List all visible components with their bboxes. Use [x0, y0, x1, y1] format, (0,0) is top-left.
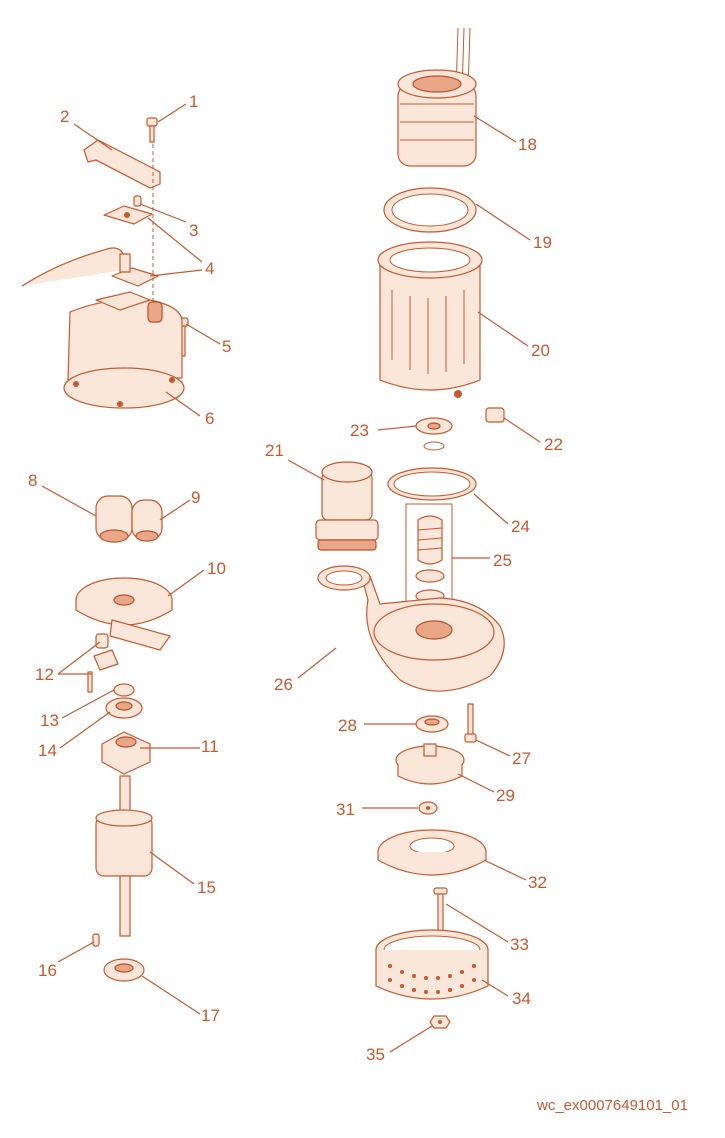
part-label-25: 25	[493, 551, 512, 570]
part-35-nut	[429, 1015, 451, 1029]
part-label-34: 34	[512, 989, 531, 1008]
part-label-13: 13	[40, 711, 59, 730]
part-label-4: 4	[205, 259, 214, 278]
part-label-26: 26	[274, 675, 293, 694]
part-22-plug	[485, 407, 505, 423]
part-label-11: 11	[201, 737, 219, 756]
part-21-discharge-fitting	[315, 461, 379, 551]
part-27-bolt	[464, 703, 477, 743]
part-23-washer	[415, 417, 453, 451]
part-2-handle	[83, 139, 161, 189]
part-24-o-ring	[387, 467, 477, 501]
part-label-21: 21	[265, 441, 284, 460]
part-label-10: 10	[207, 559, 226, 578]
drawing-code: wc_ex0007649101_01	[536, 1097, 688, 1114]
part-label-17: 17	[201, 1006, 220, 1025]
part-label-35: 35	[366, 1045, 385, 1064]
part-label-24: 24	[511, 517, 530, 536]
part-label-3: 3	[189, 221, 198, 240]
part-label-15: 15	[197, 878, 216, 897]
part-32-suction-cover	[377, 829, 487, 876]
part-label-1: 1	[189, 92, 198, 111]
part-31-nut	[418, 801, 438, 815]
part-1-screw	[146, 117, 158, 143]
part-15-rotor	[95, 775, 153, 937]
part-label-28: 28	[338, 716, 357, 735]
part-29-impeller	[395, 743, 465, 785]
part-17-bearing	[103, 958, 145, 982]
part-label-8: 8	[28, 471, 37, 490]
part-34-strainer	[375, 929, 489, 1000]
part-label-5: 5	[222, 337, 231, 356]
part-label-2: 2	[60, 107, 69, 126]
part-28-seal-ring	[415, 715, 449, 733]
part-9-capacitor	[131, 499, 163, 542]
part-label-9: 9	[191, 488, 200, 507]
part-25-mechanical-seal	[405, 503, 453, 625]
part-11-centrifugal-switch	[101, 731, 151, 775]
part-label-14: 14	[38, 741, 57, 760]
leader-lines	[41, 103, 541, 1053]
part-3-screw	[133, 195, 142, 207]
part-16-key	[92, 933, 100, 947]
part-label-20: 20	[531, 341, 550, 360]
part-18-stator	[397, 27, 477, 167]
part-label-16: 16	[38, 961, 57, 980]
part-label-18: 18	[518, 135, 537, 154]
part-label-27: 27	[512, 749, 531, 768]
part-label-6: 6	[205, 409, 214, 428]
part-8-capacitor	[95, 495, 133, 543]
part-13-ring	[113, 683, 135, 697]
part-label-32: 32	[528, 873, 547, 892]
part-label-19: 19	[533, 233, 552, 252]
part-20-motor-housing	[377, 241, 483, 398]
part-label-31: 31	[336, 800, 355, 819]
part-12-switch-parts	[87, 633, 119, 693]
part-26-pump-casing	[317, 565, 505, 692]
part-6-motor-cover	[63, 291, 185, 409]
part-10-switch-plate	[75, 577, 173, 651]
part-label-33: 33	[510, 935, 529, 954]
part-label-23: 23	[350, 421, 369, 440]
part-label-29: 29	[496, 786, 515, 805]
part-4-gland	[21, 205, 159, 287]
part-14-bearing	[105, 697, 143, 719]
part-19-o-ring	[383, 187, 477, 233]
part-number-labels: 1 2 3 4 5 6 8 9 10 11 12 13 14 15 16 17 …	[28, 92, 563, 1064]
part-label-22: 22	[544, 435, 563, 454]
part-label-12: 12	[35, 665, 54, 684]
